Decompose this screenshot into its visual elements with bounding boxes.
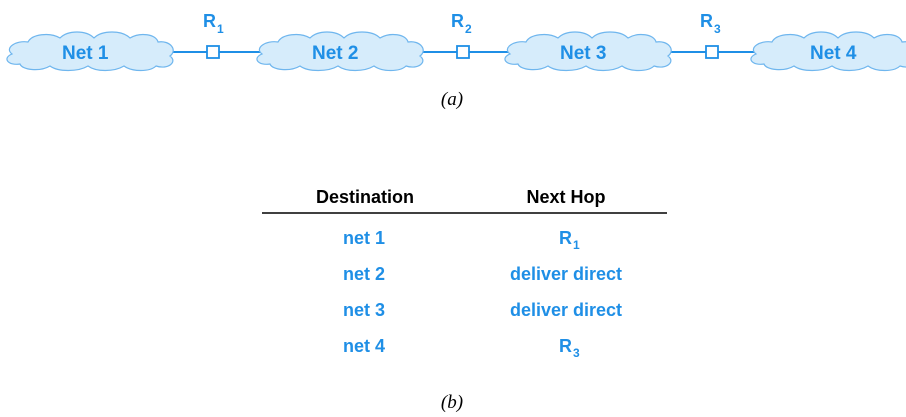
row-2-destination: net 2 [343, 264, 385, 284]
router-r3-letter: R [700, 11, 713, 31]
row-3-destination: net 3 [343, 300, 385, 320]
router-r1-box [206, 45, 220, 59]
row-3-next-hop: deliver direct [510, 300, 622, 320]
row-1-next-hop-subscript: 1 [573, 238, 580, 252]
row-4-next-hop: R3 [559, 336, 580, 360]
caption-b: (b) [441, 392, 463, 413]
row-1-next-hop: R1 [559, 228, 580, 252]
router-r2-label: R2 [451, 11, 472, 36]
router-r1-subscript: 1 [217, 22, 224, 36]
net-2-label: Net 2 [312, 43, 358, 64]
table-row: net 2 deliver direct [343, 264, 622, 284]
router-r3-subscript: 3 [714, 22, 721, 36]
net-3-label: Net 3 [560, 43, 606, 64]
routing-table: Destination Next Hop net 1 R1 net 2 deli… [262, 187, 667, 360]
row-4-destination: net 4 [343, 336, 385, 356]
table-row: net 3 deliver direct [343, 300, 622, 320]
header-destination: Destination [316, 187, 414, 207]
header-next-hop: Next Hop [526, 187, 605, 207]
row-1-destination: net 1 [343, 228, 385, 248]
cloud-net-4: Net 4 [750, 31, 906, 72]
router-r1-letter: R [203, 11, 216, 31]
row-4-next-hop-subscript: 3 [573, 346, 580, 360]
row-4-next-hop-main: R [559, 336, 572, 356]
cloud-net-3: Net 3 [504, 31, 672, 72]
router-r2: R2 [451, 11, 472, 59]
router-r2-box [456, 45, 470, 59]
row-1-next-hop-main: R [559, 228, 572, 248]
router-r3-label: R3 [700, 11, 721, 36]
network-row: Net 1 Net 2 Net 3 Net 4 R1 R2 [6, 11, 906, 72]
net-1-label: Net 1 [62, 43, 109, 64]
cloud-net-1: Net 1 [6, 31, 174, 72]
router-r2-subscript: 2 [465, 22, 472, 36]
row-2-next-hop: deliver direct [510, 264, 622, 284]
cloud-net-2: Net 2 [256, 31, 424, 72]
router-r2-letter: R [451, 11, 464, 31]
router-r3: R3 [700, 11, 721, 59]
router-r3-box [705, 45, 719, 59]
table-row: net 1 R1 [343, 228, 580, 252]
table-row: net 4 R3 [343, 336, 580, 360]
router-r1: R1 [203, 11, 224, 59]
caption-a: (a) [441, 89, 463, 110]
router-r1-label: R1 [203, 11, 224, 36]
net-4-label: Net 4 [810, 43, 857, 64]
